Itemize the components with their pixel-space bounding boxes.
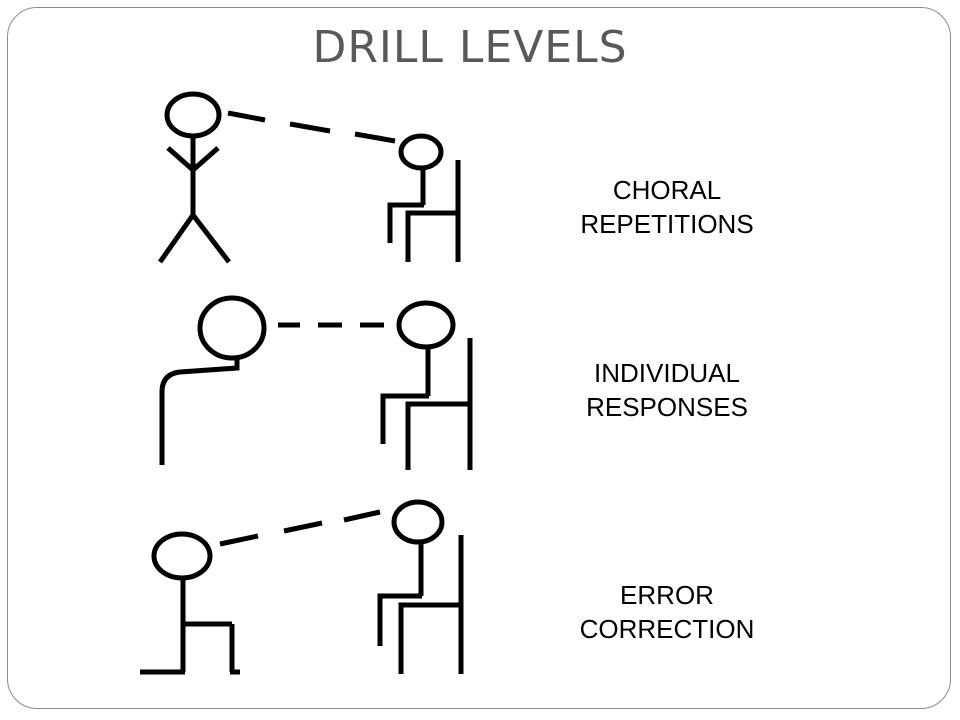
slide-title: DRILL LEVELS	[312, 22, 628, 73]
level-2-illustration	[159, 295, 473, 470]
level-label-line-1: CHORAL	[612, 175, 722, 205]
eye-contact-dashed-line	[227, 110, 396, 144]
seated-student-figure	[387, 133, 461, 262]
level-label-individual-responses: INDIVIDUAL RESPONSES	[517, 356, 817, 424]
level-label-line-1: INDIVIDUAL	[594, 358, 740, 388]
pointing-teacher-figure	[159, 295, 267, 465]
eye-contact-dashed-line	[219, 509, 381, 547]
level-label-error-correction: ERROR CORRECTION	[517, 578, 817, 646]
level-label-line-2: REPETITIONS	[580, 209, 754, 239]
seated-student-figure	[380, 300, 473, 470]
level-1-illustration	[157, 91, 461, 264]
level-label-line-2: CORRECTION	[579, 614, 755, 644]
standing-teacher-figure	[157, 91, 231, 264]
level-label-choral-repetitions: CHORAL REPETITIONS	[517, 173, 817, 241]
level-label-line-1: ERROR	[620, 580, 714, 610]
seated-student-figure	[377, 499, 464, 674]
level-3-illustration	[140, 499, 464, 675]
level-label-line-2: RESPONSES	[586, 392, 748, 422]
slide-frame	[7, 7, 951, 709]
crouching-teacher-figure	[140, 531, 240, 675]
